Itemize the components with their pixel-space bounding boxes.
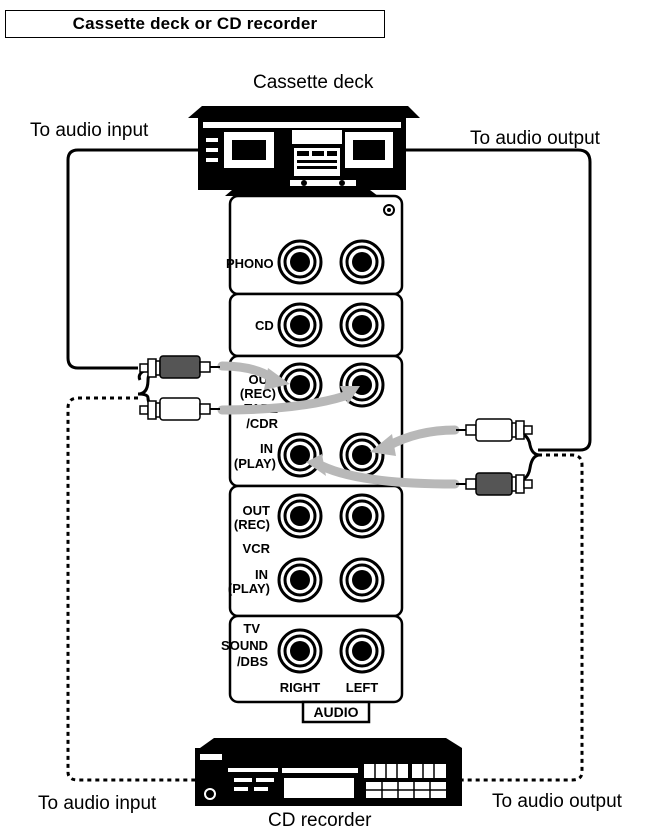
label-vcr: VCR xyxy=(243,541,271,556)
label-sound: SOUND xyxy=(221,638,268,653)
callout-top-left: To audio input xyxy=(30,120,149,141)
label-vcr-in: IN xyxy=(255,567,268,582)
label-tape-in: IN xyxy=(260,441,273,456)
rca-plug-cd-right xyxy=(456,418,533,442)
rca-plug-cassette-left xyxy=(139,355,220,379)
rca-plug-cd-left xyxy=(139,397,220,421)
label-tape-play: (PLAY) xyxy=(234,456,276,471)
callout-bottom-left: To audio input xyxy=(38,793,157,814)
label-left: LEFT xyxy=(346,680,379,695)
label-audio: AUDIO xyxy=(313,704,358,720)
label-vcr-out: OUT xyxy=(243,503,271,518)
label-cd: CD xyxy=(255,318,274,333)
receiver-panel xyxy=(228,194,404,704)
cassette-deck-device xyxy=(188,106,420,196)
callout-top-right: To audio output xyxy=(470,128,600,149)
callout-bottom-right: To audio output xyxy=(492,791,622,812)
cd-recorder-cables xyxy=(66,396,584,782)
label-phono: PHONO xyxy=(226,256,274,271)
cd-recorder-label: CD recorder xyxy=(268,810,372,831)
label-vcr-play: (PLAY) xyxy=(228,581,270,596)
label-vcr-rec: (REC) xyxy=(234,517,270,532)
section-title: Cassette deck or CD recorder xyxy=(5,10,385,38)
label-cdr: /CDR xyxy=(246,416,278,431)
rca-plug-cassette-right xyxy=(456,472,533,496)
label-dbs: /DBS xyxy=(237,654,268,669)
audio-jacks xyxy=(277,239,385,674)
label-right: RIGHT xyxy=(280,680,321,695)
cassette-cables xyxy=(66,148,592,452)
cassette-deck-label: Cassette deck xyxy=(253,72,374,93)
label-tape-rec: (REC) xyxy=(240,386,276,401)
label-tv: TV xyxy=(243,621,260,636)
cd-recorder-device xyxy=(195,738,462,806)
